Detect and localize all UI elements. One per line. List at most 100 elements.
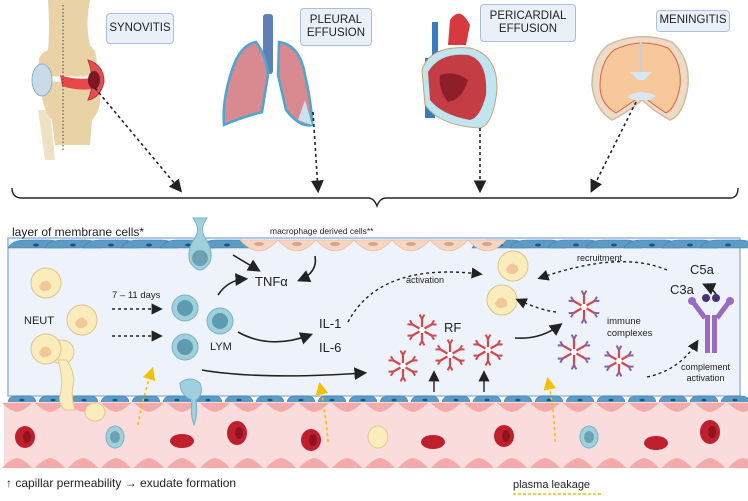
endothelial-cell <box>101 403 131 412</box>
rf-label: RF <box>444 320 462 335</box>
endothelial-cell <box>101 458 131 468</box>
endothelial-cell <box>35 458 65 468</box>
endothelial-cell <box>464 458 494 468</box>
condition-label-line: PERICARDIAL <box>489 9 567 22</box>
endothelial-cell <box>2 458 32 468</box>
endothelial-cell <box>200 403 230 412</box>
condition-label: SYNOVITIS <box>109 21 171 34</box>
endothelial-cell <box>530 458 560 468</box>
endothelial-cell <box>728 458 748 468</box>
endothelial-cell <box>497 458 527 468</box>
neut-label: NEUT <box>24 315 54 327</box>
arrow-recruitment <box>537 260 668 281</box>
arrow-complex-to-neut <box>515 298 557 313</box>
endothelial-cell <box>398 458 428 468</box>
leak-arrow-3 <box>543 376 557 443</box>
endothelial-cell <box>134 458 164 468</box>
activation-label: activation <box>406 275 445 285</box>
lungs-icon <box>222 14 314 127</box>
macrophage-derived-cell-layer <box>239 239 507 252</box>
lym-label: LYM <box>210 341 232 353</box>
endothelial-cell <box>167 403 197 412</box>
grouping-brace <box>11 187 739 208</box>
arrow-lym-to-rf <box>201 367 368 381</box>
arrow-lym-to-il <box>237 331 313 345</box>
antibody <box>435 339 465 371</box>
arrow-rf-to-complexes <box>514 323 563 340</box>
il1-label: IL-1 <box>319 316 342 331</box>
il6-label: IL-6 <box>319 340 342 355</box>
endothelial-cell <box>431 403 461 412</box>
condition-box-synovitis: SYNOVITIS <box>106 13 174 44</box>
endothelial-cell <box>167 458 197 468</box>
arrow-pleural <box>310 111 324 194</box>
neutrophils <box>30 250 529 365</box>
rheumatoid-factor-antibodies <box>388 314 503 382</box>
endothelial-cells <box>2 403 748 468</box>
arrow-meningitis <box>590 101 637 193</box>
endothelial-cell <box>2 403 32 412</box>
immune-complexes-label: immune complexes <box>607 316 652 340</box>
arrow-membrane-to-tnf <box>232 254 261 272</box>
arrow-synovitis <box>94 87 183 193</box>
endothelial-cell <box>299 403 329 412</box>
endothelial-cell <box>332 458 362 468</box>
endothelial-cell <box>497 403 527 412</box>
recruitment-label: recruitment <box>577 253 623 263</box>
condition-label-line: EFFUSION <box>306 27 366 39</box>
complement-line: complement <box>681 362 731 372</box>
immune-complexes <box>557 290 634 377</box>
arrow-macrophage-to-tnf <box>297 255 317 282</box>
immune-complexes-line: immune <box>607 316 641 327</box>
knee-joint-icon <box>31 0 105 160</box>
complement-line: activation <box>686 373 725 384</box>
membrane-cell-layer-top <box>7 239 748 249</box>
endothelial-cell <box>662 458 692 468</box>
condition-label: MENINGITIS <box>659 14 727 27</box>
endothelial-cell <box>596 403 626 412</box>
complement-receptor-icon <box>688 294 734 353</box>
endothelial-cell <box>332 403 362 412</box>
endothelial-cell <box>200 458 230 468</box>
endothelial-cell <box>662 403 692 412</box>
condition-label-line: EFFUSION <box>498 23 558 35</box>
endothelial-cell <box>68 458 98 468</box>
arrow-il-activation <box>347 267 483 323</box>
heart-icon <box>421 13 498 129</box>
days-label: 7 – 11 days <box>112 290 161 301</box>
antibody <box>557 334 591 370</box>
condition-box-meningitis: MENINGITIS <box>656 10 730 32</box>
immune-complexes-line: complexes <box>607 327 653 339</box>
antibody <box>568 290 600 324</box>
red-blood-cells <box>15 420 720 451</box>
endothelial-cell <box>365 403 395 412</box>
endothelial-cell <box>266 458 296 468</box>
antibody <box>604 345 634 377</box>
endothelial-cell <box>299 458 329 468</box>
transmigrating-neutrophil <box>49 339 106 422</box>
condition-label-line: PLEURAL <box>309 13 363 26</box>
transmigrating-lymphocyte <box>179 217 212 427</box>
brain-icon <box>591 35 689 121</box>
membrane-cell <box>699 239 748 249</box>
lymphocytes <box>171 294 234 361</box>
antibody <box>473 334 503 366</box>
endothelial-cell <box>398 403 428 412</box>
permeability-caption: ↑ capillar permeability → exudate format… <box>6 476 237 490</box>
leak-arrow-1 <box>137 366 156 426</box>
endothelial-cell <box>728 403 748 412</box>
c5a-label: C5a <box>690 262 714 277</box>
endothelial-cell <box>596 458 626 468</box>
endothelial-cell <box>431 458 461 468</box>
endothelial-cell <box>233 458 263 468</box>
endothelial-cell <box>563 403 593 412</box>
endothelial-cell <box>365 458 395 468</box>
complement-activation-label: complement activation <box>681 362 730 385</box>
arrow-complex-to-complement <box>646 339 699 378</box>
tnf-label: TNFα <box>255 274 288 289</box>
endothelial-cell <box>35 403 65 412</box>
endothelial-cell <box>563 458 593 468</box>
